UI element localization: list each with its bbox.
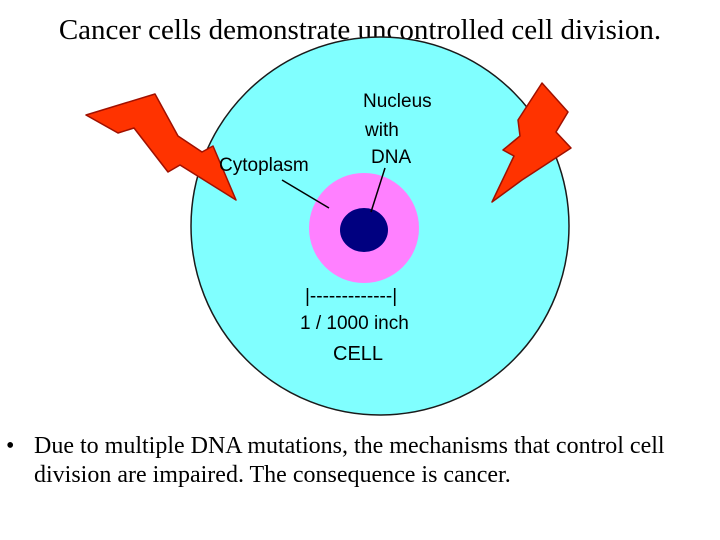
nucleus	[340, 208, 388, 252]
lightning-bolt-left-icon	[86, 94, 236, 200]
nucleus-label-line1: Nucleus	[363, 91, 432, 112]
cell-label: CELL	[333, 343, 383, 365]
bullet-text: Due to multiple DNA mutations, the mecha…	[34, 432, 674, 490]
bullet-marker: •	[6, 432, 26, 461]
nucleus-label-line2: with	[364, 120, 399, 141]
cytoplasm-label: Cytoplasm	[219, 155, 309, 176]
nucleus-label-line3: DNA	[371, 147, 411, 168]
cell-diagram: Nucleus with DNA Cytoplasm |------------…	[0, 0, 720, 430]
scale-bar: |-------------|	[305, 286, 397, 307]
scale-value: 1 / 1000 inch	[300, 313, 409, 334]
